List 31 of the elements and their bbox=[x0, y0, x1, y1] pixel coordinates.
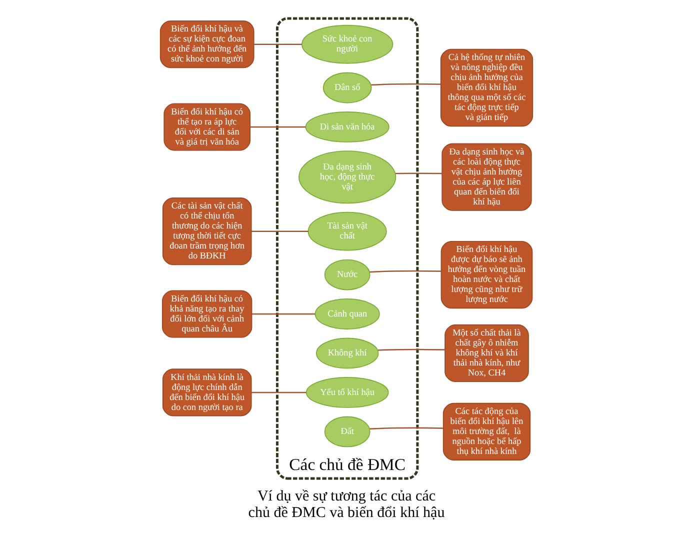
node-box: Biến đổi khí hậu có thể tạo ra áp lực đối với các di sản và giá trị văn hóa bbox=[163, 103, 250, 151]
node-box: Biến đổi khí hậu có khả năng tạo ra thay đổi lớn đối với cảnh quan châu Âu bbox=[162, 290, 252, 338]
connector bbox=[369, 270, 441, 273]
node-ellipse: Tài sản vật chất bbox=[307, 212, 386, 251]
node-ellipse: Sức khoẻ con người bbox=[301, 24, 393, 64]
connector bbox=[370, 83, 440, 86]
node-ellipse: Đa dạng sinh học, động thực vật bbox=[298, 150, 396, 204]
connector bbox=[369, 427, 443, 430]
node-box: Một số chất thải là chất gây ô nhiễm không khí và khí thải nhà kính, như Nox, CH4 bbox=[444, 324, 528, 382]
node-ellipse: Cảnh quan bbox=[314, 298, 380, 330]
connector bbox=[378, 348, 444, 351]
connector bbox=[250, 230, 308, 232]
connector bbox=[251, 313, 315, 315]
connector bbox=[250, 392, 306, 394]
node-box: Các tác động của biến đổi khí hậu lên môi trường đất, là nguồn hoặc bể hấp thụ khí nhà kính bbox=[442, 402, 530, 461]
node-ellipse: Nước bbox=[324, 259, 370, 290]
node-box: Cả hệ thống tự nhiên và nông nghiệp đều chịu ảnh hưởng của biến đổi khí hậu thông qua một số các tác động trực tiếp và gián tiếp bbox=[440, 48, 533, 127]
node-box: Các tài sản vật chất có thể chịu tổn thương do các hiện tượng thời tiết cực đoan trầm trọng hơn do BĐKH bbox=[162, 198, 252, 266]
node-ellipse: Đất bbox=[324, 416, 370, 448]
node-box: Đa dạng sinh học và các loài động thực vật chịu ảnh hưởng của các áp lực liên quan đến biến đổi khí hậu bbox=[441, 143, 532, 211]
node-box: Khí thải nhà kính là động lực chính dẫn đến biến đổi khí hậu do con người tạo ra bbox=[162, 368, 252, 416]
connector bbox=[250, 126, 306, 128]
caption: Ví dụ về sự tương tác của các chủ đề ĐMC và biến đổi khí hậu bbox=[248, 488, 444, 522]
node-ellipse: Di sản văn hóa bbox=[304, 112, 389, 142]
node-box: Biến đổi khí hậu được dự báo sẽ ảnh hưởng đến vòng tuần hoàn nước và chất lượng cũng như trữ lượng nước bbox=[440, 240, 532, 309]
node-ellipse: Yếu tố khí hậu bbox=[305, 377, 388, 408]
node-ellipse: Không khí bbox=[315, 338, 378, 369]
connector bbox=[254, 44, 302, 45]
node-ellipse: Dân số bbox=[322, 72, 372, 104]
node-box: Biến đổi khí hậu và các sự kiện cực đoan có thể ảnh hưởng đến sức khoẻ con người bbox=[159, 20, 254, 68]
connector bbox=[395, 172, 442, 174]
